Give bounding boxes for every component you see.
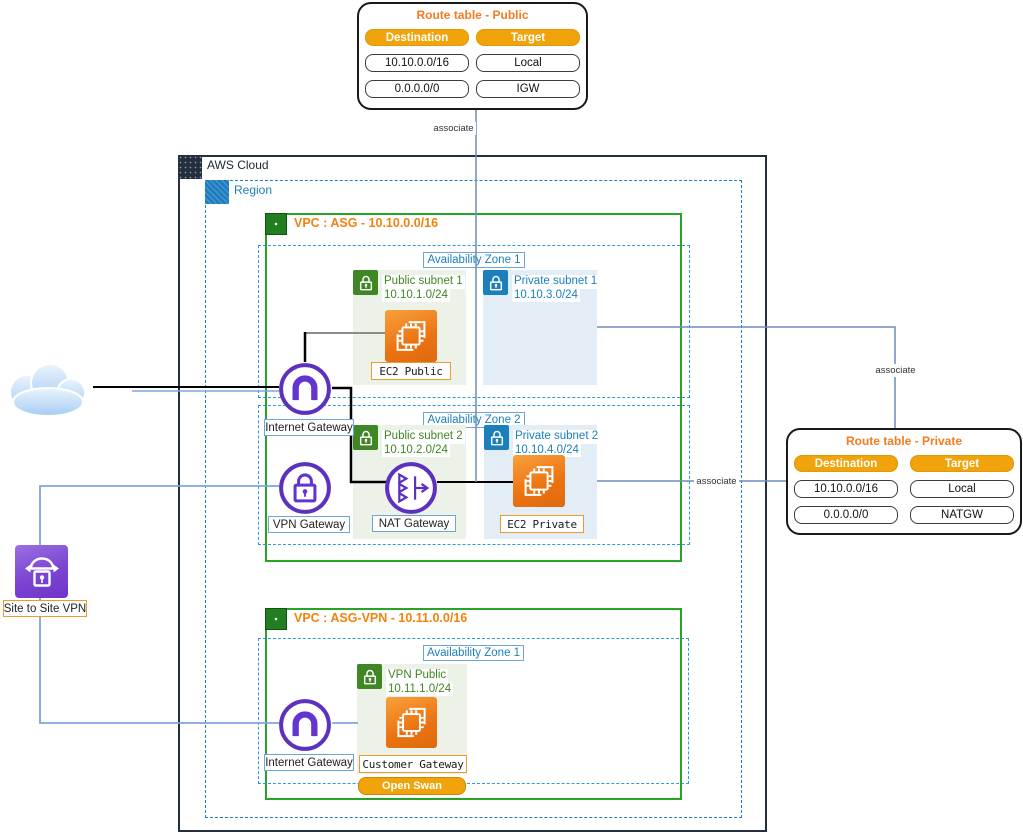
rt-cell: 0.0.0.0/0 bbox=[365, 80, 469, 98]
subnet-cidr: 10.11.1.0/24 bbox=[386, 682, 454, 696]
subnet-title: Public subnet 1 10.10.1.0/24 bbox=[382, 275, 465, 302]
rt-header-target: Target bbox=[476, 29, 580, 46]
rt-header-target: Target bbox=[910, 455, 1014, 472]
subnet-title: Public subnet 2 10.10.2.0/24 bbox=[382, 430, 465, 457]
availability-zone-vpn: Availability Zone 1 bbox=[258, 638, 689, 784]
private-subnet-lock-icon bbox=[483, 270, 508, 295]
ec2-public-label: EC2 Public bbox=[371, 362, 451, 380]
vpn-gateway-icon bbox=[277, 460, 333, 516]
availability-zone-1: Availability Zone 1 bbox=[258, 245, 690, 398]
site-to-site-vpn-icon bbox=[15, 545, 68, 598]
route-table-title: Route table - Public bbox=[416, 8, 529, 22]
vpc-asg-vpn-container bbox=[265, 608, 682, 800]
nat-gateway-icon bbox=[383, 460, 439, 516]
rt-cell: 10.10.0.0/16 bbox=[365, 54, 469, 72]
ec2-icon bbox=[385, 310, 437, 362]
rt-cell: Local bbox=[476, 54, 580, 72]
vpc-asg-vpn-icon bbox=[265, 608, 287, 630]
subnet-name: Public subnet 2 bbox=[382, 430, 465, 444]
vpc-asg-icon bbox=[265, 213, 287, 235]
subnet-title: VPN Public 10.11.1.0/24 bbox=[386, 669, 454, 696]
vpc-asg-vpn-label: VPC : ASG-VPN - 10.11.0.0/16 bbox=[291, 611, 471, 626]
subnet-name: VPN Public bbox=[386, 669, 449, 683]
nat-gateway-label: NAT Gateway bbox=[372, 515, 456, 532]
subnet-title: Private subnet 2 10.10.4.0/24 bbox=[513, 430, 601, 457]
subnet-cidr: 10.10.1.0/24 bbox=[382, 288, 450, 302]
internet-gateway-label: Internet Gateway bbox=[264, 419, 354, 436]
subnet-name: Public subnet 1 bbox=[382, 275, 465, 289]
region-label: Region bbox=[231, 183, 276, 198]
aws-cloud-container bbox=[178, 155, 767, 832]
rt-cell: Local bbox=[910, 480, 1014, 498]
internet-gateway-label: Internet Gateway bbox=[264, 754, 354, 771]
subnet-private-1: Private subnet 1 10.10.3.0/24 bbox=[483, 270, 600, 385]
rt-cell: IGW bbox=[476, 80, 580, 98]
associate-label-3: associate bbox=[694, 475, 739, 488]
subnet-cidr: 10.10.4.0/24 bbox=[513, 443, 581, 457]
vpc-asg-label: VPC : ASG - 10.10.0.0/16 bbox=[291, 216, 442, 231]
rt-header-destination: Destination bbox=[365, 29, 469, 46]
aws-cloud-label: AWS Cloud bbox=[204, 158, 272, 173]
subnet-cidr: 10.10.2.0/24 bbox=[382, 443, 450, 457]
az1-label: Availability Zone 1 bbox=[423, 252, 525, 268]
customer-gateway-label: Customer Gateway bbox=[359, 755, 467, 773]
az-vpn-label: Availability Zone 1 bbox=[422, 645, 525, 661]
site-to-site-vpn-label: Site to Site VPN bbox=[3, 600, 87, 617]
region-container bbox=[205, 180, 742, 818]
subnet-cidr: 10.10.3.0/24 bbox=[512, 288, 580, 302]
internet-gateway-icon bbox=[277, 361, 333, 417]
rt-cell: NATGW bbox=[910, 506, 1014, 524]
route-table-public: Route table - Public Destination Target … bbox=[357, 2, 588, 110]
az2-label: Availability Zone 2 bbox=[423, 412, 525, 428]
public-subnet-lock-icon bbox=[353, 425, 378, 450]
subnet-title: Private subnet 1 10.10.3.0/24 bbox=[512, 275, 600, 302]
ec2-icon bbox=[513, 455, 565, 507]
availability-zone-2: Availability Zone 2 bbox=[258, 405, 690, 545]
public-subnet-lock-icon bbox=[353, 270, 378, 295]
public-subnet-lock-icon bbox=[357, 664, 382, 689]
edge-private1-rtprivate bbox=[597, 326, 896, 428]
subnet-name: Private subnet 1 bbox=[512, 275, 600, 289]
rt-header-destination: Destination bbox=[794, 455, 898, 472]
ec2-icon bbox=[386, 697, 437, 748]
ec2-private-label: EC2 Private bbox=[500, 515, 584, 533]
associate-label-1: associate bbox=[431, 122, 476, 135]
internet-cloud-icon bbox=[0, 356, 96, 420]
vpn-gateway-label: VPN Gateway bbox=[268, 516, 350, 533]
region-icon bbox=[205, 180, 229, 204]
subnet-name: Private subnet 2 bbox=[513, 430, 601, 444]
open-swan-badge: Open Swan bbox=[358, 777, 466, 795]
rt-cell: 0.0.0.0/0 bbox=[794, 506, 898, 524]
private-subnet-lock-icon bbox=[484, 425, 509, 450]
route-table-private: Route table - Private Destination Target… bbox=[786, 428, 1022, 535]
associate-label-2: associate bbox=[873, 364, 918, 377]
internet-gateway-icon bbox=[277, 697, 333, 753]
route-table-title: Route table - Private bbox=[845, 434, 963, 448]
aws-cloud-icon bbox=[178, 155, 202, 179]
rt-cell: 10.10.0.0/16 bbox=[794, 480, 898, 498]
